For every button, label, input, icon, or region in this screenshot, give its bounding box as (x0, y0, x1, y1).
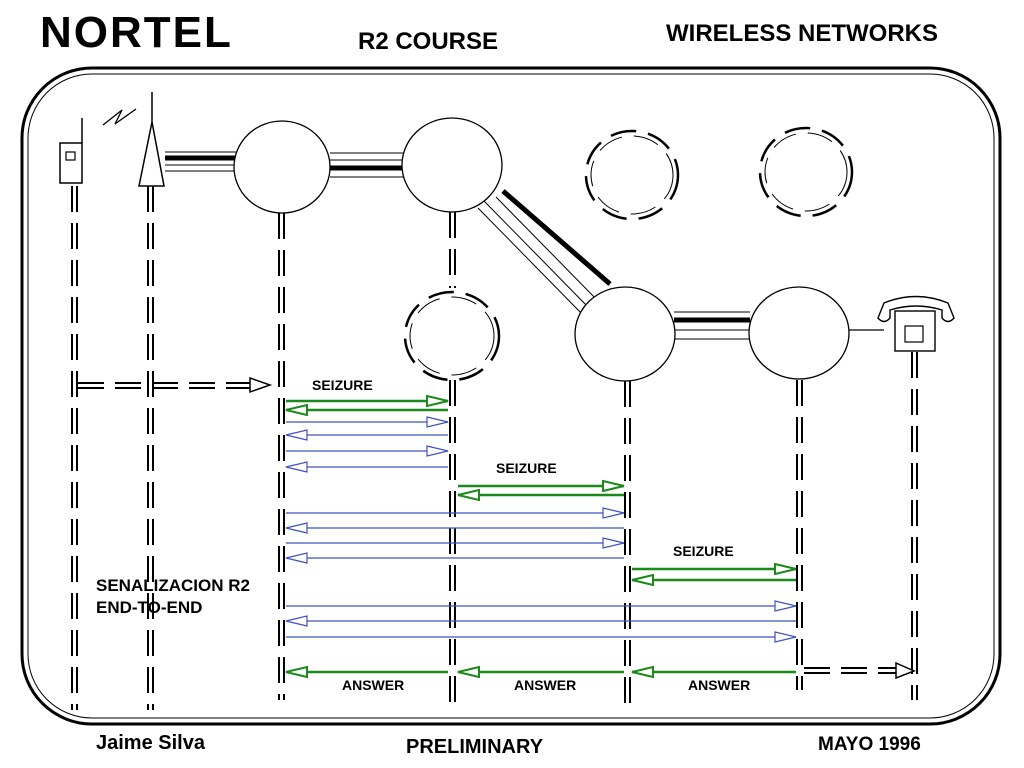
switch-node-3 (574, 286, 676, 382)
footer-author: Jaime Silva (96, 732, 205, 754)
trunk-node2-node3 (477, 189, 612, 317)
antenna-icon (138, 92, 165, 187)
header-subject: WIRELESS NETWORKS (666, 20, 939, 47)
seizure-arrows-2 (458, 486, 624, 495)
answer-dashed (804, 667, 896, 674)
lifelines (71, 186, 918, 710)
answer-label-3: ANSWER (688, 677, 750, 693)
course-title: R2 COURSE (358, 28, 499, 55)
dashed-node-a (584, 129, 680, 221)
nortel-logo: NORTEL (40, 8, 233, 57)
switch-node-2 (401, 117, 503, 213)
dashed-node-b (758, 126, 854, 218)
trunk-node3-node4 (674, 311, 750, 340)
radio-link-icon (102, 108, 137, 126)
switch-node-1 (233, 120, 331, 214)
footer-status: PRELIMINARY (406, 736, 544, 758)
seizure-label-1: SEIZURE (312, 377, 373, 393)
diagram-frame (20, 66, 1002, 726)
mfc-arrows-1 (285, 416, 449, 473)
seizure-arrows-3 (632, 569, 796, 580)
seizure-label-2: SEIZURE (496, 460, 557, 476)
mobile-phone-icon (59, 118, 83, 184)
trunk-antenna-node1 (165, 151, 236, 172)
mfc-arrows-2 (285, 507, 625, 564)
answer-label-1: ANSWER (342, 677, 404, 693)
signaling-title: SENALIZACION R2 (96, 576, 250, 595)
telephone-icon (877, 295, 955, 352)
dashed-node-c (403, 290, 501, 382)
mfc-arrows-3 (285, 600, 797, 643)
seizure-arrows-1 (286, 401, 448, 410)
call-origin-dashed (78, 382, 250, 389)
trunk-node1-node2 (330, 152, 403, 178)
answer-label-2: ANSWER (514, 677, 576, 693)
seizure-label-3: SEIZURE (673, 543, 734, 559)
signaling-subtitle: END-TO-END (96, 598, 203, 617)
footer-date: MAYO 1996 (818, 734, 921, 755)
switch-node-4 (748, 286, 850, 380)
